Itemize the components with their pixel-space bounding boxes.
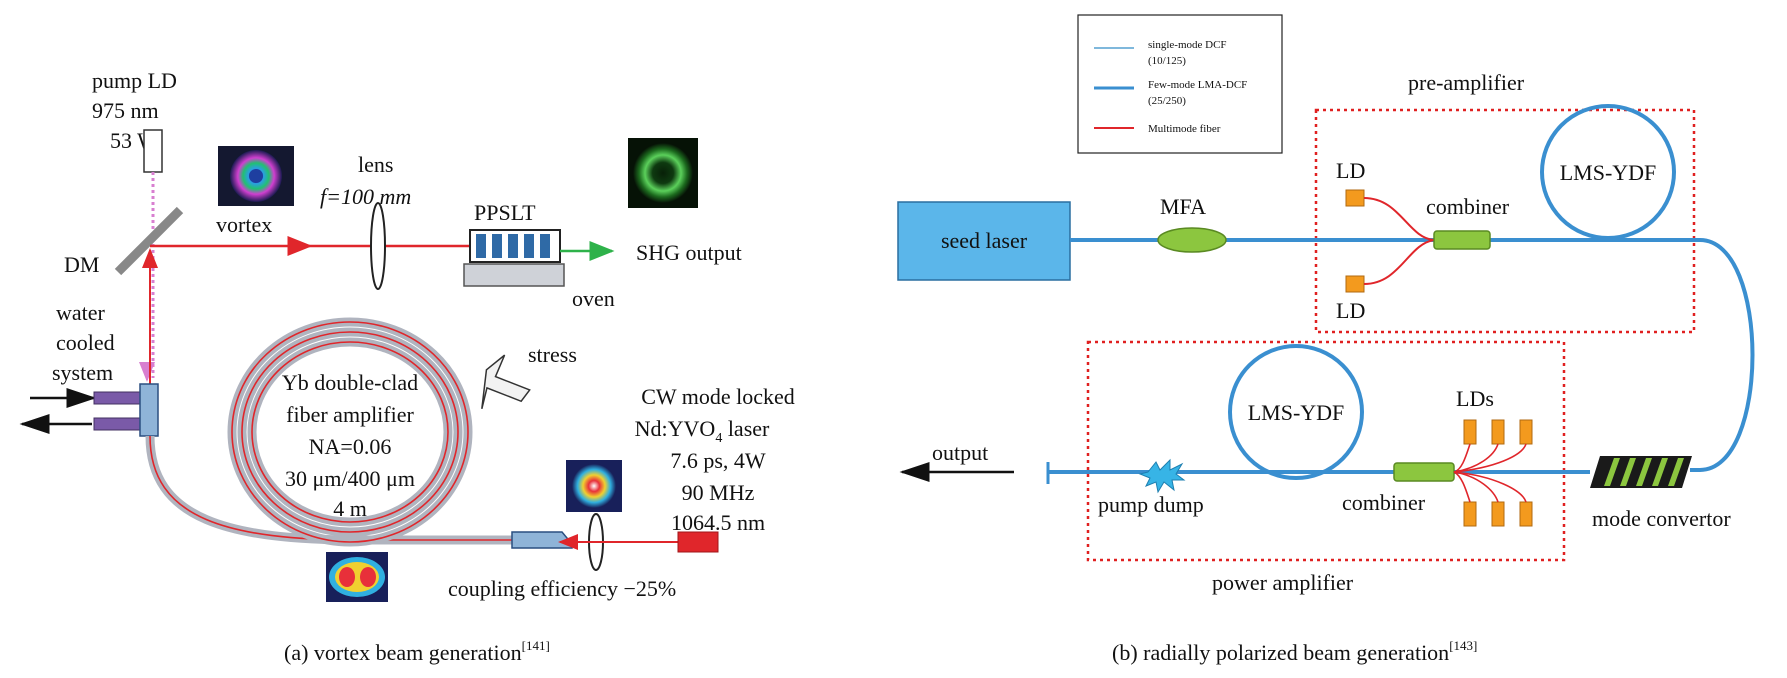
nd-yvo4-laser-box — [677, 531, 719, 553]
cw-label-1: CW mode locked — [641, 384, 795, 409]
pump-dump-icon — [1138, 458, 1186, 494]
lens-label: lens — [358, 152, 393, 177]
amp-label-5: 4 m — [333, 496, 367, 521]
panel-a-vortex: pump LD 975 nm 53 W DM vortex lens f=100… — [19, 68, 795, 665]
output-label: output — [932, 440, 988, 465]
mode-convertor — [1590, 456, 1692, 488]
ld-bottom-box — [1345, 275, 1365, 293]
fiber-end-cap — [511, 531, 573, 549]
cw-label-3: 7.6 ps, 4W — [670, 448, 766, 473]
legend-item1-line2: (10/125) — [1148, 55, 1186, 67]
lms-ydf-bottom-label: LMS-YDF — [1248, 400, 1345, 425]
dm-label: DM — [64, 252, 99, 277]
mfa-icon — [1157, 227, 1227, 253]
panel-b-radial: single-mode DCF (10/125) Few-mode LMA-DC… — [897, 14, 1755, 665]
ld-top-box — [1345, 189, 1365, 207]
pre-amplifier-box — [1314, 108, 1696, 334]
water-label-1: water — [56, 300, 106, 325]
legend-item3: Multimode fiber — [1148, 123, 1221, 135]
pump-dump-label: pump dump — [1098, 492, 1204, 517]
end-cap-block — [139, 383, 159, 437]
pump-ld-box — [143, 129, 163, 173]
pump-wavelength-label: 975 nm — [92, 98, 159, 123]
caption-a: (a) vortex beam generation[141] — [284, 638, 550, 665]
lens-icon — [370, 202, 386, 290]
lens-focal-label: f=100 mm — [320, 184, 411, 209]
caption-b: (b) radially polarized beam generation[1… — [1112, 638, 1477, 665]
shg-ring — [633, 143, 693, 203]
water-pipe-in — [93, 391, 141, 405]
lms-ydf-bottom-coil — [1228, 344, 1364, 480]
water-label-2: cooled — [56, 330, 115, 355]
amp-label-2: fiber amplifier — [286, 402, 414, 427]
stress-arrow-icon — [481, 354, 531, 409]
water-pipe-out — [93, 417, 141, 431]
legend-item2-line2: (25/250) — [1148, 95, 1186, 107]
ppslt-crystal — [469, 229, 561, 263]
combiner-top-box — [1433, 230, 1491, 250]
lds-label: LDs — [1456, 386, 1494, 411]
oven-label: oven — [572, 286, 615, 311]
amp-label-1: Yb double-clad — [282, 370, 418, 395]
seed-laser-label: seed laser — [941, 228, 1028, 253]
cw-label-2: Nd:YVO4 laser — [635, 416, 770, 446]
legend: single-mode DCF (10/125) Few-mode LMA-DC… — [1077, 14, 1283, 154]
cw-label-4: 90 MHz — [682, 480, 755, 505]
dichroic-mirror — [114, 206, 184, 276]
power-amplifier-label: power amplifier — [1212, 570, 1354, 595]
mode-convertor-label: mode convertor — [1592, 506, 1731, 531]
combiner-top-label: combiner — [1426, 194, 1510, 219]
cw-label-5: 1064.5 nm — [671, 510, 765, 535]
vortex-label: vortex — [216, 212, 272, 237]
mfa-label: MFA — [1160, 194, 1206, 219]
shg-output-label: SHG output — [636, 240, 742, 265]
combiner-bottom-label: combiner — [1342, 490, 1426, 515]
ld-top-fiber — [1363, 197, 1435, 241]
ld-bottom-fiber — [1363, 239, 1435, 285]
lds-group — [1453, 419, 1533, 527]
ppslt-label: PPSLT — [474, 200, 536, 225]
fiber-loop — [1600, 238, 1755, 472]
coupling-efficiency-label: coupling efficiency −25% — [448, 576, 676, 601]
water-label-3: system — [52, 360, 113, 385]
input-beam-spot — [572, 464, 616, 508]
stress-label: stress — [528, 342, 577, 367]
combiner-bottom-box — [1393, 462, 1455, 482]
pump-ld-label: pump LD — [92, 68, 177, 93]
legend-item1-line1: single-mode DCF — [1148, 39, 1227, 51]
oven-block — [463, 263, 565, 287]
fiber-coil — [145, 317, 560, 547]
power-amplifier-box — [1086, 340, 1566, 562]
lms-ydf-top-label: LMS-YDF — [1560, 160, 1657, 185]
amp-label-3: NA=0.06 — [309, 434, 392, 459]
amp-label-4: 30 μm/400 μm — [285, 466, 415, 491]
seed-laser-box — [897, 201, 1071, 281]
pre-amplifier-label: pre-amplifier — [1408, 70, 1525, 95]
legend-item2-line1: Few-mode LMA-DCF — [1148, 79, 1247, 91]
ld-bottom-label: LD — [1336, 298, 1365, 323]
ld-top-label: LD — [1336, 158, 1365, 183]
